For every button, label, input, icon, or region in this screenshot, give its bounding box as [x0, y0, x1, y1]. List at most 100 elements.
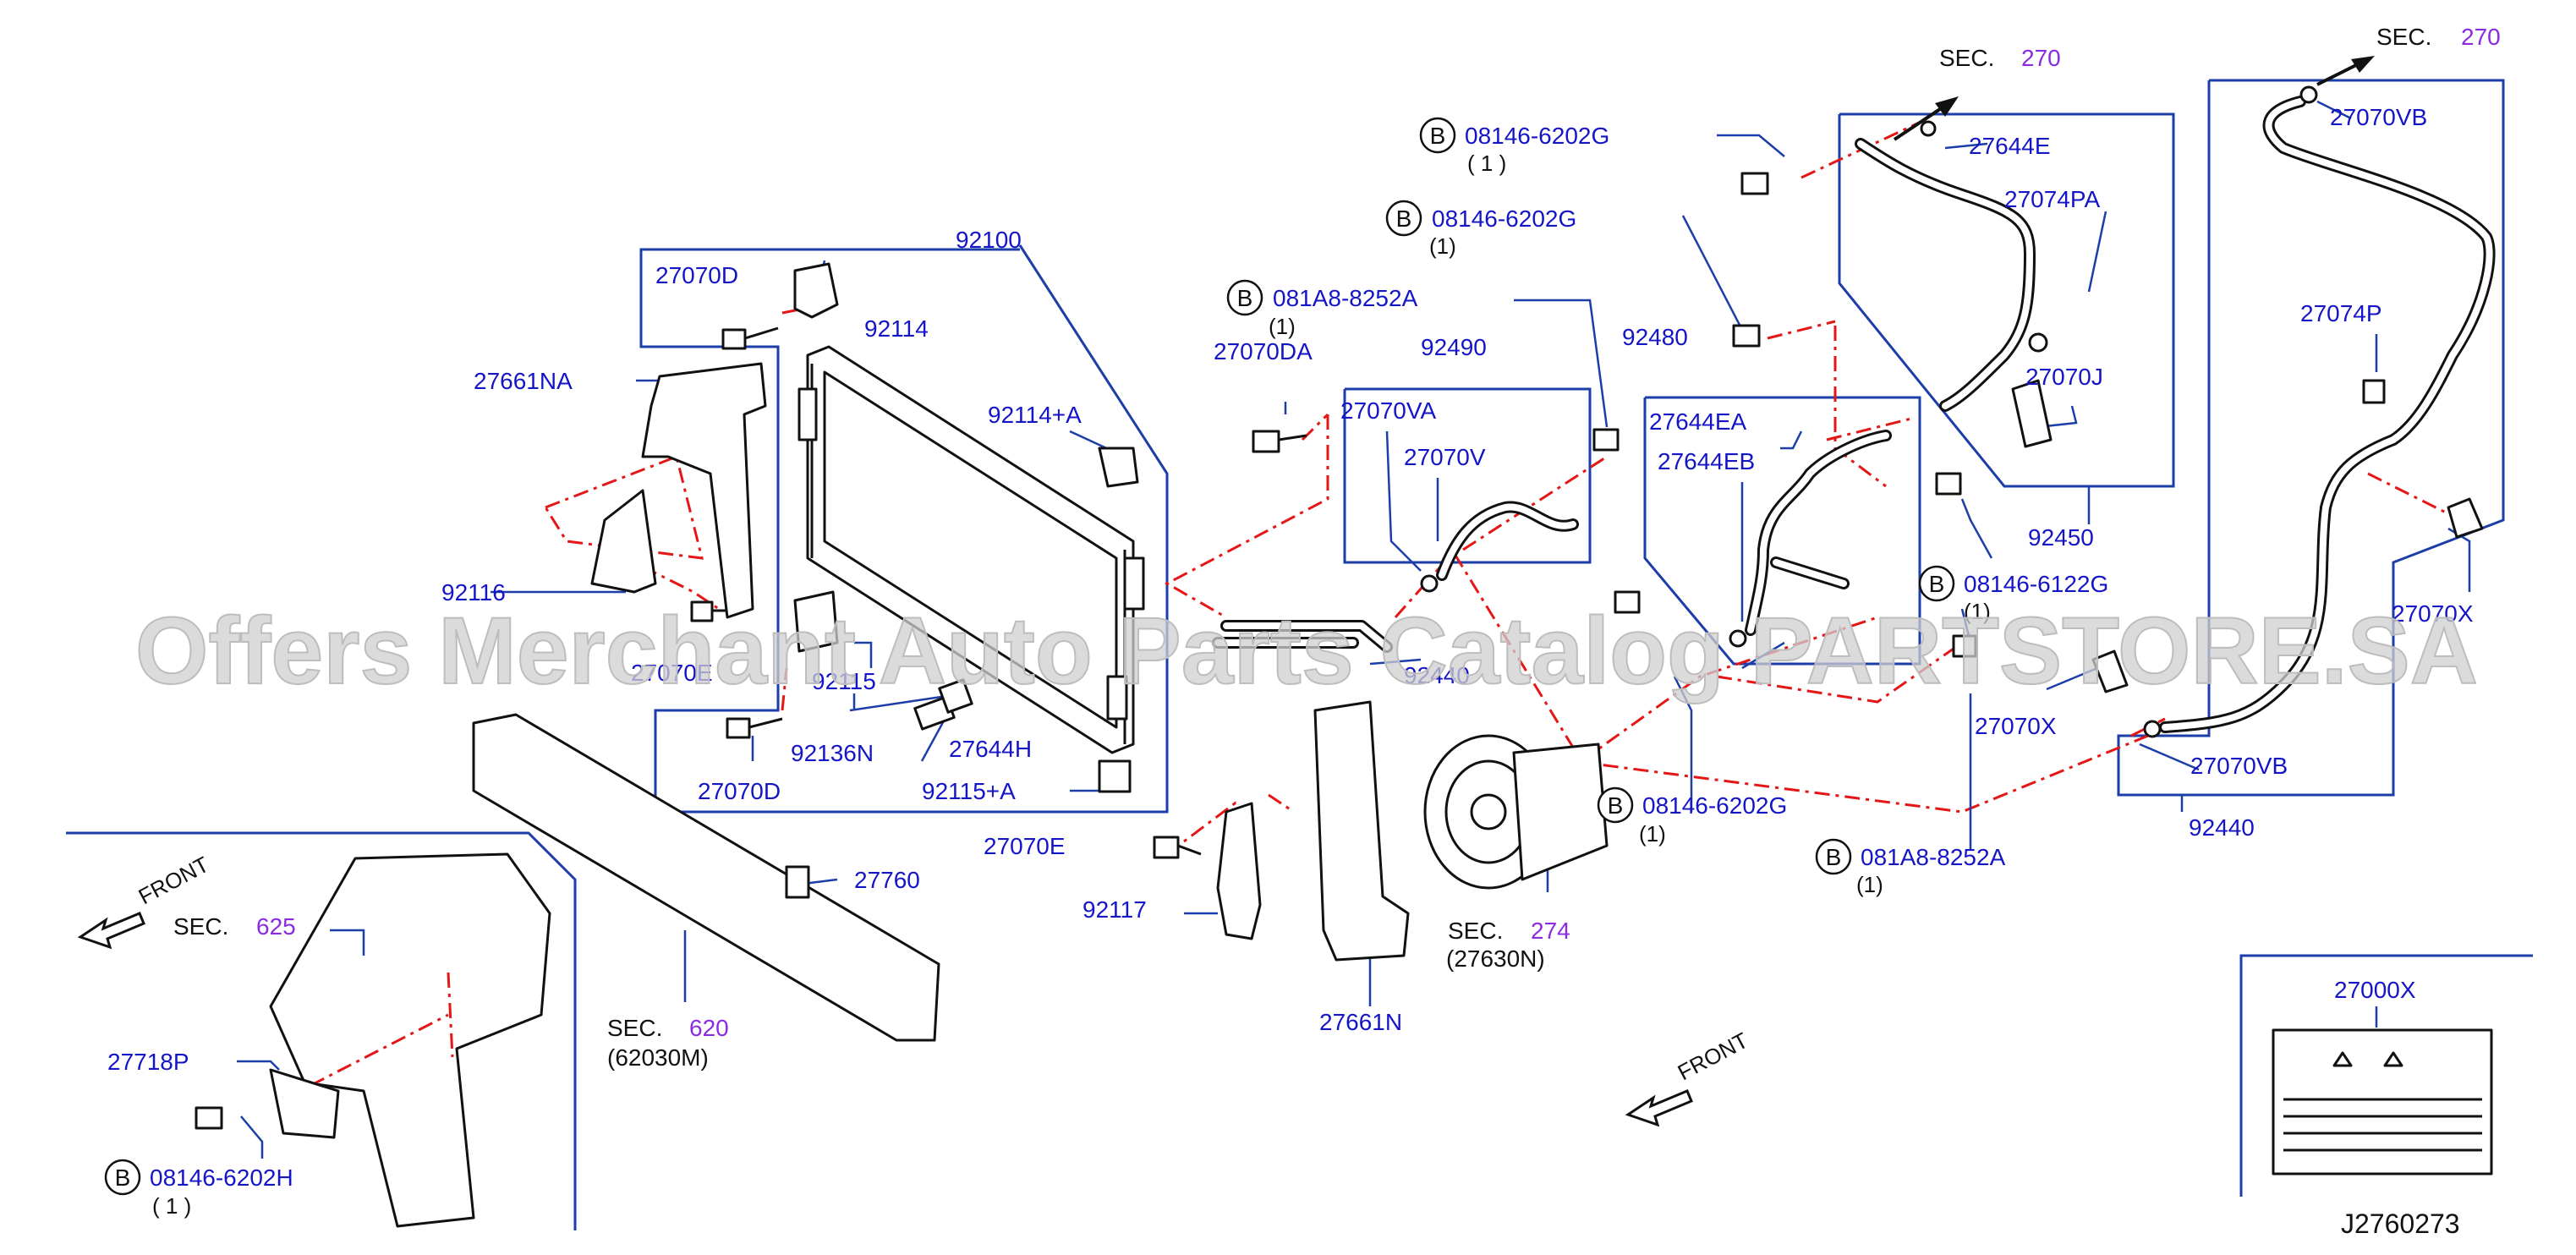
pipe-92480	[1729, 430, 1892, 648]
label-27074PA[interactable]: 27074PA	[2004, 186, 2100, 212]
dash-line	[1826, 417, 1912, 441]
bolt-27070E-left	[690, 600, 727, 622]
bracket-92117	[1216, 802, 1262, 940]
label-27070J[interactable]: 27070J	[2025, 364, 2103, 390]
seal-92114A	[1098, 447, 1139, 488]
bracket-92116	[590, 489, 657, 594]
leader-line	[1514, 299, 1609, 428]
label-27070E-mid[interactable]: 27070E	[984, 833, 1066, 859]
watermark-text: Offers Merchant Auto Parts Catalog PARTS…	[135, 598, 2478, 704]
dash-line	[1268, 793, 1295, 814]
dash-line	[1164, 414, 1329, 619]
label-27644H[interactable]: 27644H	[949, 736, 1032, 762]
bolt-marker-circle	[1815, 838, 1852, 875]
label-27070X-right[interactable]: 27070X	[2392, 600, 2474, 627]
label-27644EA[interactable]: 27644EA	[1649, 408, 1747, 435]
label-27070V[interactable]: 27070V	[1404, 444, 1486, 470]
bolt-27070D-top	[721, 326, 779, 350]
section-ref-270-a-prefix: SEC.	[1939, 45, 1994, 71]
label-081A8-8252A-bottom[interactable]: 081A8-8252A	[1861, 844, 2006, 870]
label-08146-6202G-bottom[interactable]: 08146-6202G	[1642, 792, 1787, 819]
bolt-marker: B	[1430, 123, 1446, 149]
group-section-refs: SEC. 270 SEC. 270 SEC. 274 (27630N) SEC.…	[173, 24, 2501, 1071]
label-27070D-top[interactable]: 27070D	[655, 262, 738, 288]
air-guide-27661NA	[641, 362, 767, 619]
label-92136N[interactable]: 92136N	[791, 740, 874, 766]
dash-line	[2130, 717, 2166, 737]
arrowhead-sec270-b	[2351, 56, 2375, 73]
label-92117[interactable]: 92117	[1082, 896, 1147, 923]
leader-line	[1369, 658, 1422, 666]
bolt-marker: B	[1929, 571, 1945, 597]
leader-line	[2046, 666, 2098, 691]
label-08146-6202G-1[interactable]: 08146-6202G	[1465, 123, 1609, 149]
group-bolt-markers: B B B B B B B	[104, 117, 1955, 1196]
section-ref-270-b-link[interactable]: 270	[2461, 24, 2501, 50]
bolt-081A8-8252A-bottom	[1952, 634, 1977, 658]
section-ref-274-sub: (27630N)	[1446, 945, 1545, 972]
label-27074P[interactable]: 27074P	[2300, 300, 2382, 326]
dash-line	[1716, 641, 1963, 704]
label-27000X[interactable]: 27000X	[2334, 977, 2416, 1003]
label-27070VB-top[interactable]: 27070VB	[2330, 104, 2427, 130]
leader-line	[2316, 100, 2352, 120]
label-27718P[interactable]: 27718P	[107, 1049, 189, 1075]
front-label-center: FRONT	[1674, 1028, 1752, 1086]
front-label-left: FRONT	[134, 852, 213, 910]
section-ref-620-prefix: SEC.	[607, 1015, 662, 1041]
label-92115A[interactable]: 92115+A	[922, 778, 1016, 804]
label-92480[interactable]: 92480	[1622, 324, 1688, 350]
section-ref-274-link[interactable]: 274	[1531, 918, 1570, 944]
bolt-marker-circle	[104, 1159, 141, 1196]
section-ref-625-link[interactable]: 625	[256, 913, 296, 940]
label-27070X-mid[interactable]: 27070X	[1975, 713, 2057, 739]
label-27661NA[interactable]: 27661NA	[474, 368, 573, 394]
front-arrow-left-icon	[77, 912, 145, 950]
label-27070E-left[interactable]: 27070E	[631, 660, 713, 686]
label-081A8-8252A-top[interactable]: 081A8-8252A	[1273, 285, 1418, 311]
frame-inset-left	[66, 831, 577, 1230]
clip-27070X-mid	[2091, 649, 2129, 693]
label-92115[interactable]: 92115	[812, 668, 876, 694]
caution-label-27000X	[2272, 1028, 2493, 1176]
label-92440-mid[interactable]: 92440	[1404, 662, 1470, 688]
frame-92100	[639, 244, 1169, 814]
label-27644EB[interactable]: 27644EB	[1658, 448, 1755, 474]
frame-92440	[2117, 79, 2505, 797]
section-ref-620-link[interactable]: 620	[689, 1015, 729, 1041]
label-27070VB-bottom[interactable]: 27070VB	[2190, 753, 2288, 779]
label-27070D-bottom[interactable]: 27070D	[698, 778, 781, 804]
dash-line	[544, 454, 704, 560]
label-08146-6202H[interactable]: 08146-6202H	[150, 1165, 293, 1191]
dash-line	[1833, 326, 1887, 488]
radiator-core-support	[269, 852, 551, 1228]
label-27760[interactable]: 27760	[854, 867, 920, 893]
label-08146-6202G-2[interactable]: 08146-6202G	[1432, 206, 1576, 232]
leader-line	[330, 929, 365, 956]
label-27661N[interactable]: 27661N	[1319, 1009, 1402, 1035]
label-92100[interactable]: 92100	[956, 227, 1022, 253]
label-92114A[interactable]: 92114+A	[988, 402, 1082, 428]
leader-line	[1960, 498, 1993, 559]
leader-line	[854, 641, 873, 668]
leader-line	[1780, 430, 1803, 450]
bolt-27070D-bottom	[726, 717, 783, 739]
label-92114[interactable]: 92114	[864, 315, 929, 342]
section-ref-270-b-prefix: SEC.	[2376, 24, 2431, 50]
bolt-marker: B	[1826, 844, 1842, 870]
label-08146-6122G[interactable]: 08146-6122G	[1964, 571, 2108, 597]
label-92116[interactable]: 92116	[441, 579, 506, 606]
label-27070VA[interactable]: 27070VA	[1340, 397, 1436, 424]
qty-08146-6122G: (1)	[1964, 599, 1991, 624]
bolt-marker: B	[115, 1165, 131, 1191]
label-92490[interactable]: 92490	[1421, 334, 1487, 360]
pipe-92440-right	[2143, 85, 2496, 738]
section-ref-270-a-link[interactable]: 270	[2021, 45, 2061, 71]
dash-line	[1462, 455, 1608, 551]
label-27644E[interactable]: 27644E	[1969, 133, 2051, 159]
qty-081A8-8252A-top: (1)	[1269, 314, 1296, 339]
label-27070DA[interactable]: 27070DA	[1214, 338, 1313, 364]
label-92450[interactable]: 92450	[2028, 524, 2094, 551]
arrow-sec270-a	[1893, 104, 1947, 141]
label-92440-right[interactable]: 92440	[2189, 814, 2255, 841]
